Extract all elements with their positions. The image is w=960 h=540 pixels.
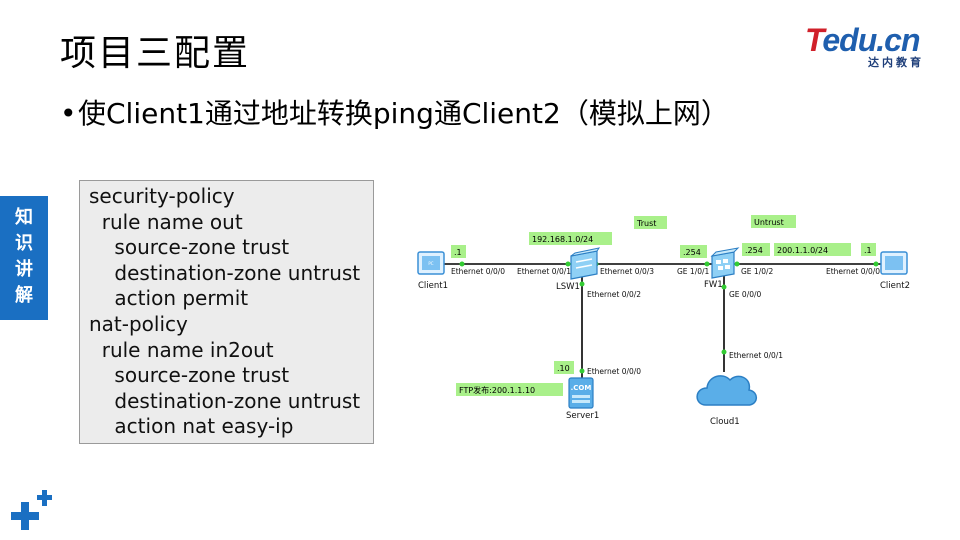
config-line: destination-zone untrust <box>89 388 361 413</box>
bullet-dot: • <box>60 97 77 130</box>
slide-title: 项目三配置 <box>60 33 251 74</box>
client1-icon[interactable]: PC <box>417 251 445 275</box>
lsw1-label: LSW1 <box>556 282 580 292</box>
network-inside-label: 192.168.1.0/24 <box>532 235 593 244</box>
cloud-icon[interactable] <box>696 375 757 406</box>
logo-subtitle: 达内教育 <box>868 56 924 69</box>
port-label: Ethernet 0/0/2 <box>587 290 641 299</box>
port-dot <box>721 284 727 290</box>
plus-logo-icon <box>11 490 52 530</box>
config-line: action nat easy-ip <box>89 414 294 439</box>
port-dot <box>459 261 465 267</box>
bullet-text: 使Client1通过地址转换ping通Client2（模拟上网） <box>78 97 729 130</box>
port-dot <box>734 261 740 267</box>
port-label: Ethernet 0/0/1 <box>729 351 783 360</box>
network-outside-label: 200.1.1.0/24 <box>777 246 828 255</box>
svg-text:PC: PC <box>428 261 433 266</box>
firewall-icon[interactable] <box>710 247 740 279</box>
port-label: GE 1/0/2 <box>741 267 774 276</box>
port-dot <box>873 261 879 267</box>
port-label: GE 0/0/0 <box>729 290 762 299</box>
logo-t: T <box>805 22 823 58</box>
server-ip-label: .10 <box>557 364 570 373</box>
fw-in-ip-label: .254 <box>683 248 701 257</box>
bullet-item: •使Client1通过地址转换ping通Client2（模拟上网） <box>60 92 729 132</box>
server-icon[interactable]: .COM <box>568 377 594 409</box>
port-dot <box>579 281 585 287</box>
port-dot <box>565 261 571 267</box>
highlight-labels: Trust Untrust 192.168.1.0/24 200.1.1.0/2… <box>451 215 876 396</box>
config-line: source-zone trust <box>89 363 290 388</box>
side-tab-knowledge: 知 识 讲 解 <box>0 196 48 320</box>
tedu-logo: Tedu.cn 达内教育 <box>805 22 935 69</box>
cloud1-label: Cloud1 <box>710 417 740 427</box>
client1-label: Client1 <box>418 281 448 291</box>
config-line: destination-zone untrust <box>89 260 361 285</box>
config-code-box: security-policy rule name out source-zon… <box>79 180 374 444</box>
side-tab-char: 识 <box>15 233 33 254</box>
port-dot <box>704 261 710 267</box>
server1-label: Server1 <box>566 411 599 421</box>
client2-icon[interactable] <box>880 251 908 275</box>
side-tab-char: 解 <box>15 285 33 306</box>
port-label: GE 1/0/1 <box>677 267 710 276</box>
port-label: Ethernet 0/0/0 <box>587 367 641 376</box>
port-label: Ethernet 0/0/3 <box>600 267 654 276</box>
logo-wordmark: Tedu.cn <box>805 22 920 59</box>
client2-label: Client2 <box>880 281 910 291</box>
config-line: source-zone trust <box>89 235 290 260</box>
side-tab-char: 知 <box>15 207 33 228</box>
side-tab-char: 讲 <box>15 259 33 280</box>
links <box>442 263 885 380</box>
port-label: Ethernet 0/0/0 <box>451 267 505 276</box>
zone-untrust-label: Untrust <box>754 218 784 227</box>
fw1-label: FW1 <box>704 280 723 290</box>
client1-ip-label: .1 <box>454 248 462 257</box>
port-dots <box>459 261 879 374</box>
fw-out-ip-label: .254 <box>745 246 763 255</box>
config-line: security-policy <box>89 184 235 208</box>
port-dot <box>579 368 585 374</box>
ftp-label: FTP发布:200.1.1.10 <box>459 385 535 395</box>
config-line: rule name out <box>89 209 243 234</box>
client2-ip-label: .1 <box>864 246 872 255</box>
switch-icon[interactable] <box>570 247 601 280</box>
port-label: Ethernet 0/0/0 <box>826 267 880 276</box>
config-line: nat-policy <box>89 311 188 336</box>
logo-rest: edu.cn <box>822 22 920 58</box>
port-label: Ethernet 0/0/1 <box>517 267 571 276</box>
port-dot <box>721 349 727 355</box>
server-badge: .COM <box>571 384 592 392</box>
config-line: action permit <box>89 286 249 311</box>
config-line: rule name in2out <box>89 337 274 362</box>
zone-trust-label: Trust <box>636 219 656 228</box>
